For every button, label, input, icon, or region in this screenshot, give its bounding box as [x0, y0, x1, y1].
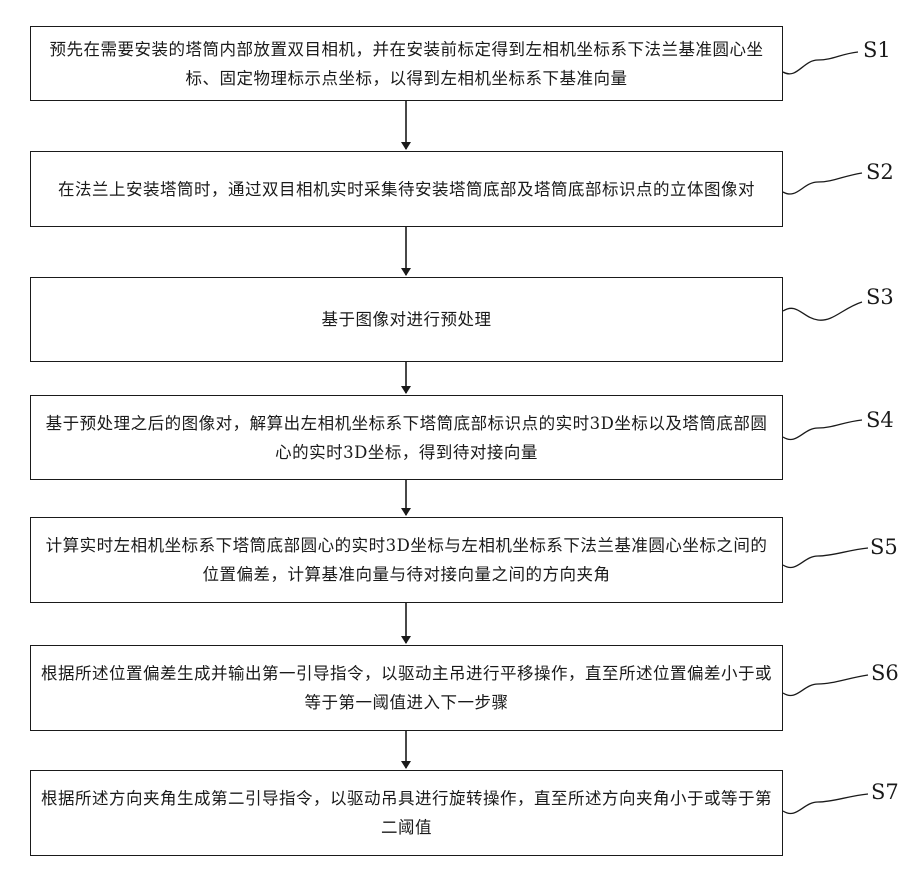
step-label-s5: S5 — [870, 535, 898, 559]
step-label-s3: S3 — [866, 285, 894, 309]
leader-s2 — [783, 173, 862, 194]
leader-s7 — [783, 794, 868, 814]
leader-s6 — [783, 675, 868, 696]
leader-s4 — [783, 420, 862, 440]
step-label-s1: S1 — [863, 38, 891, 62]
step-label-s6: S6 — [871, 661, 899, 685]
leader-s3 — [783, 302, 862, 320]
step-label-s4: S4 — [866, 408, 894, 432]
step-label-s2: S2 — [866, 160, 894, 184]
leader-s1 — [783, 52, 858, 74]
step-label-s7: S7 — [871, 780, 899, 804]
leader-s5 — [783, 548, 868, 568]
